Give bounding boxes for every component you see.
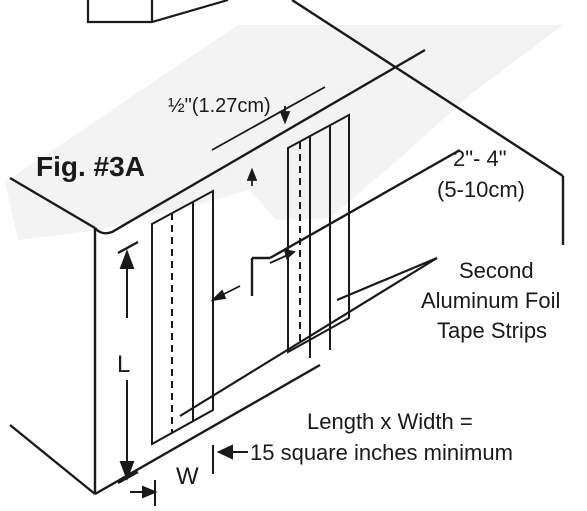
box-top-back-edge (291, 0, 564, 178)
gap-arrow-left-head (210, 289, 227, 302)
gap-leader-line (269, 148, 461, 260)
strips-label-line1: Second (459, 258, 534, 283)
right-tape-strip-outline (287, 113, 350, 354)
half-inch-dimension (211, 86, 326, 186)
upper-box (86, 0, 229, 24)
half-inch-lower-arrowhead (246, 167, 258, 181)
figure-title: Fig. #3A (36, 151, 145, 182)
length-top-extension (117, 240, 139, 255)
box-left-bottom-edge (9, 424, 96, 495)
formula-line1: Length x Width = (307, 409, 473, 434)
left-tape-strip-outline (151, 189, 214, 446)
length-label: L (117, 351, 130, 378)
gap-label-line1: 2"- 4" (453, 146, 507, 171)
length-top-arrowhead (119, 249, 135, 269)
strips-leader-lines (179, 256, 438, 417)
half-inch-arrowhead (279, 111, 291, 125)
gap-label-line2: (5-10cm) (437, 177, 525, 202)
length-bottom-arrowhead (119, 461, 135, 481)
strips-label-line3: Tape Strips (437, 318, 547, 343)
half-inch-top-line (211, 86, 326, 151)
upper-box-outline (86, 0, 229, 24)
strips-leader-to-left (179, 257, 438, 417)
right-tape-strip (287, 113, 350, 358)
formula-line2: 15 square inches minimum (250, 440, 513, 465)
box-front-top-edge (94, 48, 426, 235)
half-inch-label: ½"(1.27cm) (168, 95, 271, 117)
strips-leader-to-right (336, 256, 438, 302)
box-bottom-edge (94, 363, 321, 496)
left-tape-strip (151, 189, 214, 446)
width-left-arrowhead (142, 485, 158, 499)
length-dimension (117, 240, 139, 485)
width-label: W (176, 463, 199, 490)
width-formula-arrowhead (216, 444, 233, 460)
box-left-top-edge (9, 176, 96, 230)
box-outline (9, 0, 565, 496)
strips-label-line2: Aluminum Foil (421, 288, 560, 313)
width-dimension (130, 444, 248, 506)
gap-arrow-right-head (283, 248, 296, 260)
gap-dimension (210, 148, 461, 302)
